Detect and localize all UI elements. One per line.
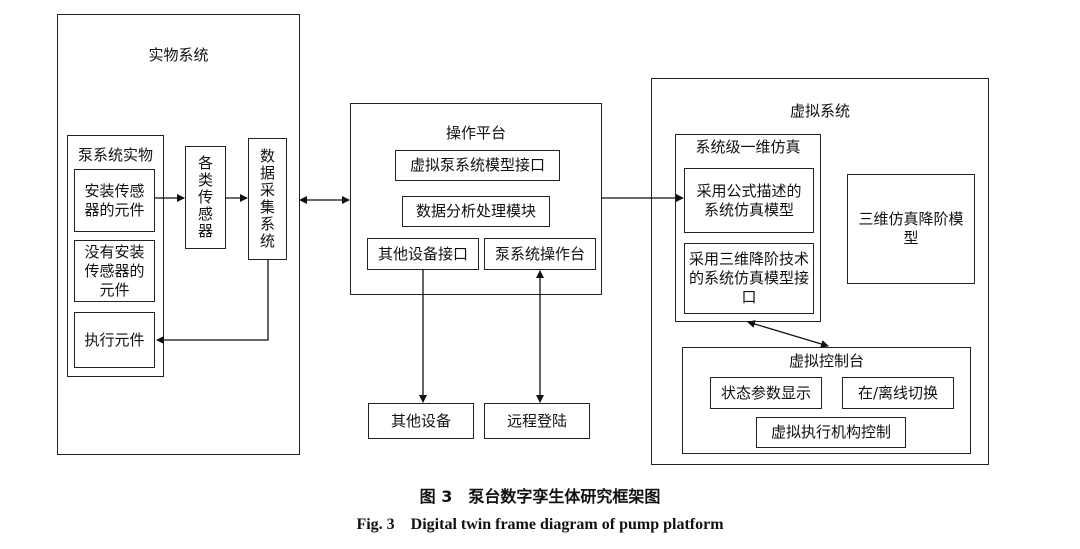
reduced-order-model-interface: 采用三维降阶技术的系统仿真模型接口 (684, 243, 814, 314)
virtual-console-title: 虚拟控制台 (788, 352, 864, 370)
3d-reduced-order-model: 三维仿真降阶模型 (847, 174, 975, 284)
operation-platform-title: 操作平台 (445, 124, 506, 142)
caption-english: Fig. 3 Digital twin frame diagram of pum… (356, 516, 724, 533)
virtual-actuator-control: 虚拟执行机构控制 (756, 417, 906, 448)
online-offline-switch: 在/离线切换 (842, 377, 954, 409)
data-analysis-module: 数据分析处理模块 (402, 196, 550, 227)
system-1d-simulation-title: 系统级一维仿真 (695, 138, 801, 156)
other-devices-box: 其他设备 (368, 403, 474, 439)
actuator-components: 执行元件 (74, 312, 155, 368)
data-acquisition-box: 数据采集系统 (248, 138, 287, 260)
pump-entity-title: 泵系统实物 (77, 146, 153, 164)
remote-login-box: 远程登陆 (484, 403, 590, 439)
sensors-box: 各类传感器 (185, 146, 226, 249)
installed-sensor-components: 安装传感器的元件 (74, 169, 155, 232)
status-parameter-display: 状态参数显示 (710, 377, 822, 409)
pump-system-console: 泵系统操作台 (484, 238, 596, 270)
other-device-interface: 其他设备接口 (367, 238, 479, 270)
formula-simulation-model: 采用公式描述的系统仿真模型 (684, 168, 814, 233)
caption-chinese: 图 3 泵台数字孪生体研究框架图 (419, 487, 661, 506)
uninstalled-sensor-components: 没有安装传感器的元件 (74, 240, 155, 302)
virtual-pump-model-interface: 虚拟泵系统模型接口 (395, 150, 560, 181)
physical-system-title: 实物系统 (148, 46, 209, 64)
virtual-system-title: 虚拟系统 (789, 102, 850, 120)
